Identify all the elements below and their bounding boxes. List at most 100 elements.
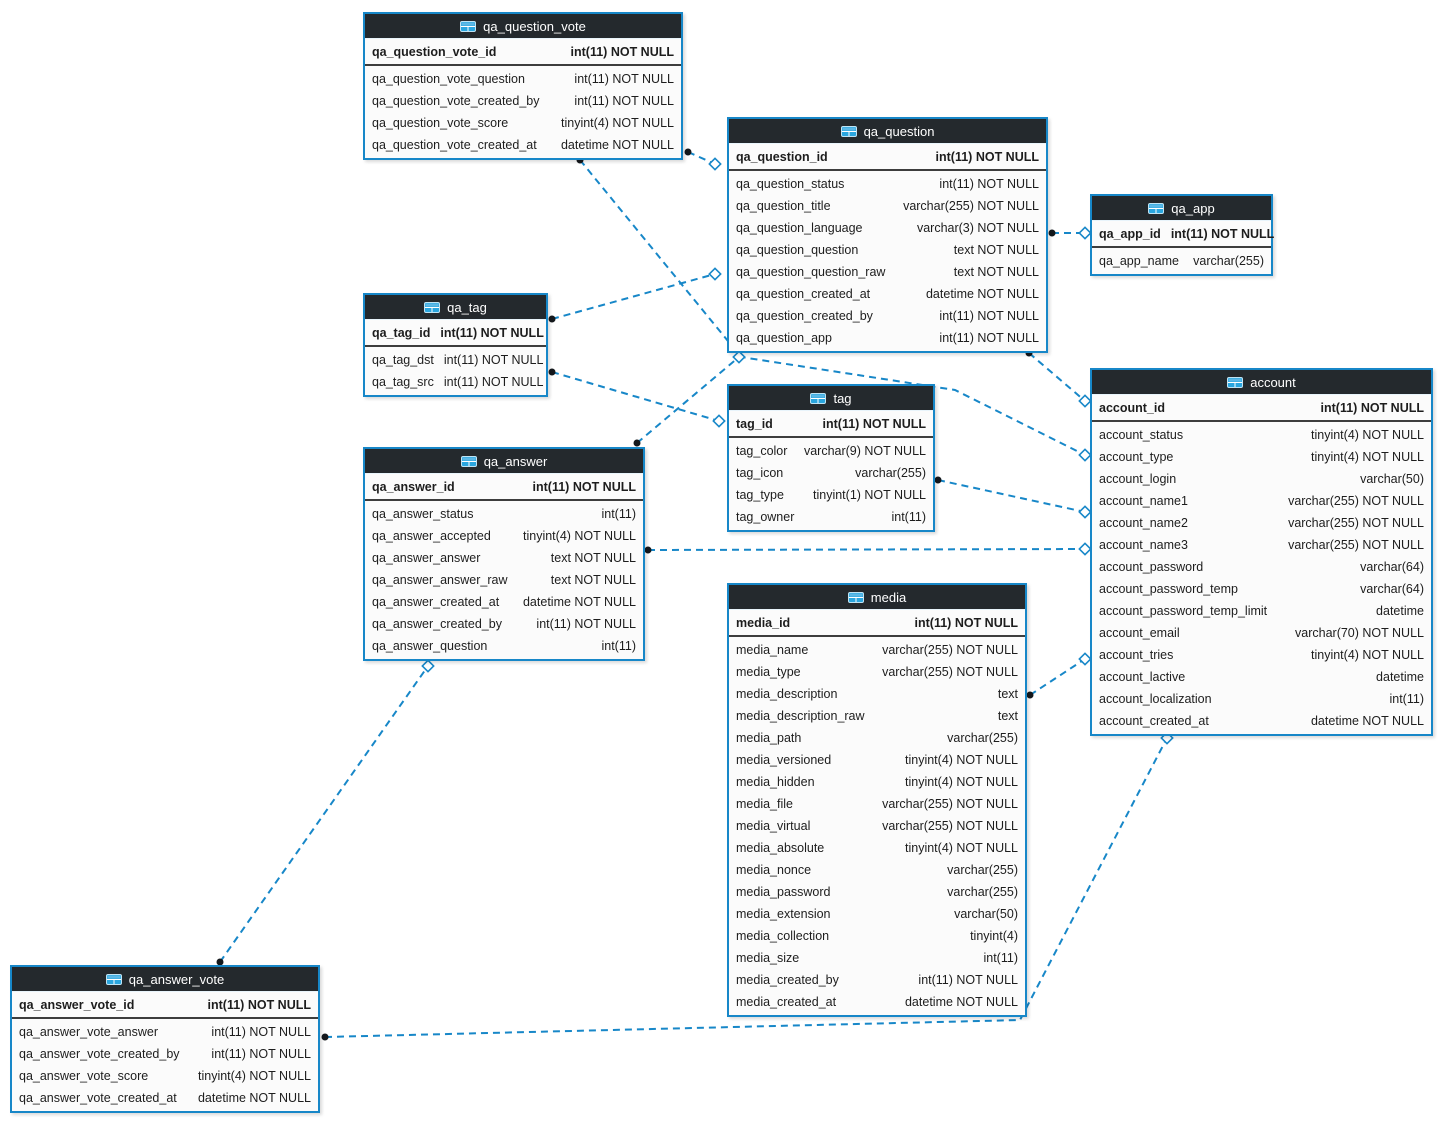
table-header[interactable]: qa_question_vote: [365, 14, 681, 39]
table-header[interactable]: qa_tag: [365, 295, 546, 320]
table-header[interactable]: qa_answer_vote: [12, 967, 318, 992]
table-account[interactable]: account account_id int(11) NOT NULL acco…: [1090, 368, 1433, 736]
column-row-pk[interactable]: qa_question_vote_id int(11) NOT NULL: [365, 39, 681, 66]
column-name: qa_question_question_raw: [736, 265, 886, 279]
table-header[interactable]: account: [1092, 370, 1431, 395]
relationship-media-to-account[interactable]: [1029, 658, 1086, 696]
column-row-pk[interactable]: qa_question_id int(11) NOT NULL: [729, 144, 1046, 171]
relationship-qa_tag-to-tag[interactable]: [551, 371, 720, 422]
table-header[interactable]: tag: [729, 386, 933, 411]
relationship-qa_answer_vote-to-account[interactable]: [324, 737, 1168, 1038]
relationship-qa_answer_vote-to-qa_answer[interactable]: [219, 665, 429, 963]
relationship-qa_question_vote-to-account[interactable]: [579, 159, 1086, 456]
table-qa_question[interactable]: qa_question qa_question_id int(11) NOT N…: [727, 117, 1048, 353]
table-header[interactable]: qa_question: [729, 119, 1046, 144]
table-header[interactable]: qa_app: [1092, 196, 1271, 221]
relationship-tag-to-account[interactable]: [937, 479, 1086, 513]
relationship-qa_tag-to-qa_question[interactable]: [551, 273, 716, 320]
table-qa_question_vote[interactable]: qa_question_vote qa_question_vote_id int…: [363, 12, 683, 160]
table-qa_tag[interactable]: qa_tag qa_tag_id int(11) NOT NULL qa_tag…: [363, 293, 548, 397]
table-qa_answer_vote[interactable]: qa_answer_vote qa_answer_vote_id int(11)…: [10, 965, 320, 1113]
relationship-qa_question-to-account[interactable]: [1028, 352, 1086, 402]
table-header[interactable]: qa_answer: [365, 449, 643, 474]
column-row-pk[interactable]: qa_answer_vote_id int(11) NOT NULL: [12, 992, 318, 1019]
column-row-pk[interactable]: account_id int(11) NOT NULL: [1092, 395, 1431, 422]
column-row-pk[interactable]: qa_answer_id int(11) NOT NULL: [365, 474, 643, 501]
table-header[interactable]: media: [729, 585, 1025, 610]
relationship-qa_answer-to-qa_question[interactable]: [636, 356, 740, 444]
column-row-pk[interactable]: qa_tag_id int(11) NOT NULL: [365, 320, 546, 347]
column-row-pk[interactable]: tag_id int(11) NOT NULL: [729, 411, 933, 438]
column-row-pk[interactable]: media_id int(11) NOT NULL: [729, 610, 1025, 637]
table-qa_app[interactable]: qa_app qa_app_id int(11) NOT NULL qa_app…: [1090, 194, 1274, 276]
table-qa_answer[interactable]: qa_answer qa_answer_id int(11) NOT NULL …: [363, 447, 645, 661]
column-name: account_password_temp_limit: [1099, 604, 1268, 618]
column-row-pk[interactable]: qa_app_id int(11) NOT NULL: [1092, 221, 1274, 248]
table-media[interactable]: media media_id int(11) NOT NULL media_na…: [727, 583, 1027, 1017]
relationship-qa_answer-to-account[interactable]: [647, 548, 1086, 551]
